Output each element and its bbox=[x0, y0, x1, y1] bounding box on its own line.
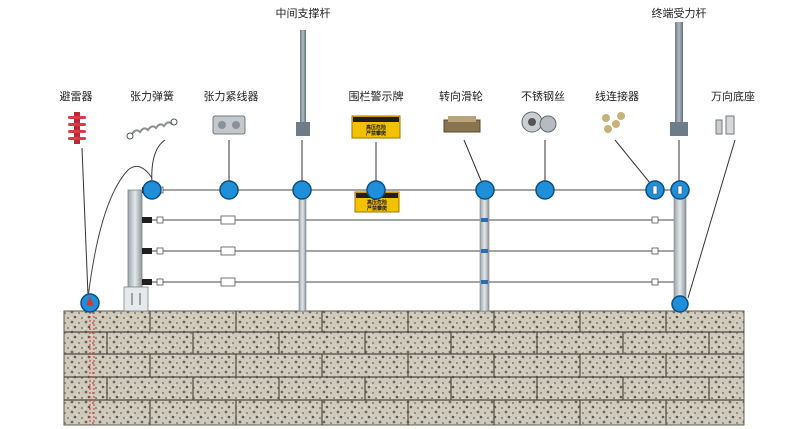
marker-spring bbox=[142, 180, 162, 200]
marker-pulley bbox=[475, 180, 495, 200]
label-tensioner: 张力紧线器 bbox=[204, 89, 259, 103]
brick-wall bbox=[63, 310, 745, 426]
wire-fittings bbox=[156, 186, 659, 287]
sign-header: 高压电网 bbox=[366, 117, 386, 124]
label-universal-base: 万向底座 bbox=[711, 89, 755, 103]
lightning-arrester-icon bbox=[68, 112, 86, 144]
pulley-post bbox=[479, 189, 490, 312]
label-warning-sign: 围栏警示牌 bbox=[349, 89, 404, 103]
marker-middle-post bbox=[292, 180, 312, 200]
connector-icon bbox=[602, 112, 625, 133]
label-steel-wire: 不锈钢丝 bbox=[521, 90, 565, 103]
fence-sign-line1: 高压危险 bbox=[367, 199, 388, 206]
end-terminal-post bbox=[673, 189, 687, 312]
sign-line1: 高压危险 bbox=[366, 124, 387, 131]
fence-wires bbox=[150, 189, 680, 283]
marker-sign bbox=[366, 180, 386, 200]
sign-line2: 严禁攀爬 bbox=[365, 130, 387, 137]
middle-post bbox=[298, 189, 307, 312]
tensioner-icon bbox=[212, 115, 246, 135]
base-icon bbox=[715, 115, 735, 135]
end-post-photo bbox=[670, 22, 688, 136]
warning-sign-top: 高压电网 高压危险 严禁攀爬 bbox=[351, 115, 401, 139]
start-terminal-post bbox=[123, 187, 152, 312]
label-lightning-arrester: 避雷器 bbox=[60, 89, 93, 103]
leader-lines bbox=[81, 139, 736, 299]
steel-wire-icon bbox=[521, 111, 557, 133]
label-tension-spring: 张力弹簧 bbox=[130, 89, 174, 103]
middle-post-photo bbox=[296, 30, 310, 136]
label-end-post: 终端受力杆 bbox=[652, 6, 707, 20]
fence-sign-line2: 严禁攀爬 bbox=[366, 205, 388, 212]
marker-steel-wire bbox=[535, 180, 555, 200]
component-labels: 避雷器 张力弹簧 张力紧线器 中间支撑杆 围栏警示牌 转向滑轮 不锈钢丝 线连接… bbox=[60, 6, 756, 103]
label-wire-connector: 线连接器 bbox=[595, 89, 639, 103]
label-pulley: 转向滑轮 bbox=[439, 89, 483, 103]
marker-base bbox=[671, 295, 689, 313]
ground-wire bbox=[89, 312, 95, 425]
label-middle-post: 中间支撑杆 bbox=[276, 6, 331, 20]
marker-tensioner bbox=[219, 180, 239, 200]
pulley-icon bbox=[443, 116, 481, 133]
spring-icon bbox=[126, 118, 178, 140]
